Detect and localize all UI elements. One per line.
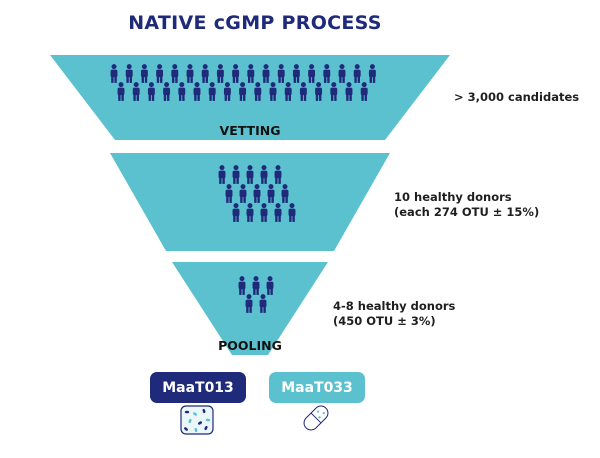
person-icon <box>223 82 231 101</box>
person-icon <box>368 64 376 83</box>
capsule-icon <box>303 405 329 431</box>
person-icon <box>110 64 118 83</box>
note-line: > 3,000 candidates <box>454 90 580 104</box>
person-icon <box>338 64 346 83</box>
people-icons <box>110 64 376 313</box>
person-icon <box>132 82 140 101</box>
person-icon <box>353 64 361 83</box>
note-line: (450 OTU ± 3%) <box>333 314 436 328</box>
person-icon <box>163 82 171 101</box>
product-maat013: MaaT013 <box>150 372 246 403</box>
person-icon <box>308 64 316 83</box>
diagram-title: NATIVE cGMP PROCESS <box>128 12 382 34</box>
person-icon <box>254 82 262 101</box>
person-icon <box>253 184 261 203</box>
stage-note-pooling: 4-8 healthy donors (450 OTU ± 3%) <box>333 299 455 329</box>
person-icon <box>171 64 179 83</box>
funnel-stage-vetting <box>50 55 450 140</box>
person-icon <box>315 82 323 101</box>
person-icon <box>288 203 296 222</box>
person-icon <box>274 165 282 184</box>
person-icon <box>247 64 255 83</box>
person-icon <box>259 294 267 313</box>
person-icon <box>292 64 300 83</box>
person-icon <box>269 82 277 101</box>
note-line: 10 healthy donors <box>394 190 512 204</box>
person-icon <box>323 64 331 83</box>
note-line: 4-8 healthy donors <box>333 299 456 313</box>
note-line: (each 274 OTU ± 15%) <box>394 205 540 219</box>
person-icon <box>232 165 240 184</box>
person-icon <box>193 82 201 101</box>
person-icon <box>125 64 133 83</box>
person-icon <box>140 64 148 83</box>
person-icon <box>345 82 353 101</box>
person-icon <box>156 64 164 83</box>
person-icon <box>239 184 247 203</box>
person-icon <box>147 82 155 101</box>
person-icon <box>245 294 253 313</box>
person-icon <box>186 64 194 83</box>
person-icon <box>117 82 125 101</box>
person-icon <box>260 165 268 184</box>
person-icon <box>360 82 368 101</box>
person-icon <box>262 64 270 83</box>
stage-label-pooling: POOLING <box>218 338 282 353</box>
microbiome-bag-icon <box>180 405 214 435</box>
person-icon <box>299 82 307 101</box>
product-icons <box>180 405 329 435</box>
person-icon <box>232 203 240 222</box>
stage-note-donors: 10 healthy donors (each 274 OTU ± 15%) <box>394 190 539 220</box>
product-label: MaaT013 <box>162 379 234 396</box>
person-icon <box>246 165 254 184</box>
person-icon <box>267 184 275 203</box>
person-icon <box>232 64 240 83</box>
person-icon <box>277 64 285 83</box>
person-icon <box>225 184 233 203</box>
person-icon <box>208 82 216 101</box>
stage-note-vetting: > 3,000 candidates <box>454 90 579 105</box>
person-icon <box>239 82 247 101</box>
product-maat033: MaaT033 <box>269 372 365 403</box>
person-icon <box>178 82 186 101</box>
person-icon <box>260 203 268 222</box>
person-icon <box>216 64 224 83</box>
stage-label-vetting: VETTING <box>220 123 281 138</box>
person-icon <box>218 165 226 184</box>
person-icon <box>284 82 292 101</box>
person-icon <box>252 276 260 295</box>
person-icon <box>281 184 289 203</box>
person-icon <box>274 203 282 222</box>
person-icon <box>238 276 246 295</box>
product-label: MaaT033 <box>281 379 353 396</box>
person-icon <box>266 276 274 295</box>
funnel-stage-donors <box>110 153 390 251</box>
person-icon <box>330 82 338 101</box>
person-icon <box>201 64 209 83</box>
person-icon <box>246 203 254 222</box>
